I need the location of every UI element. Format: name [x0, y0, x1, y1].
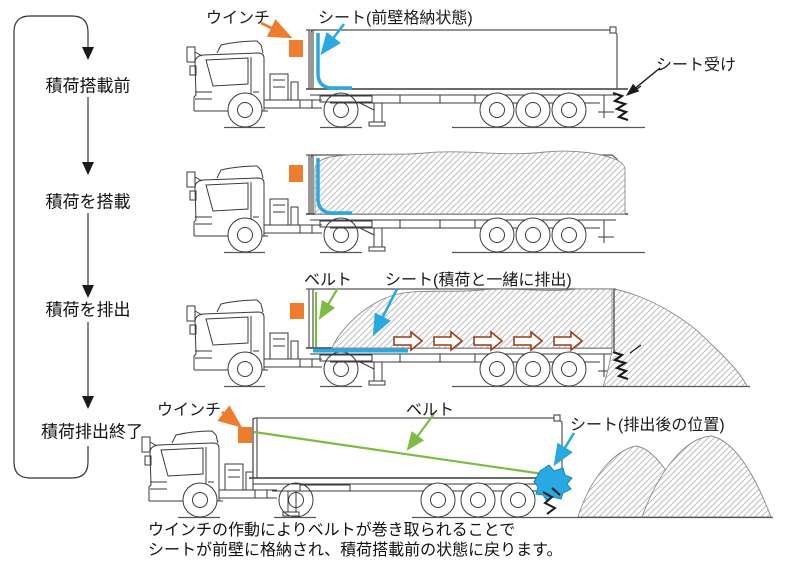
cargo-pile-behind	[602, 288, 748, 387]
cargo-load	[314, 150, 626, 215]
sheet-receiver-1	[611, 84, 643, 122]
belt-label-3: ベルト	[304, 272, 353, 289]
sheet-pointer-arrow-3	[372, 288, 399, 337]
belt-line	[253, 430, 544, 476]
sheet-after-label: シート(排出後の位置)	[570, 417, 725, 434]
winch-box-1	[289, 40, 303, 57]
caption-line-2: シートが前壁に格納され、積荷搭載前の状態に戻ります。	[148, 542, 563, 559]
winch-box-2	[289, 165, 303, 182]
belt-label-4: ベルト	[406, 402, 455, 419]
sheet-receiver-4	[542, 487, 561, 515]
winch-box-4	[238, 427, 252, 443]
receiver-pointer-arrow	[625, 67, 661, 96]
sheet-receiver-label: シート受け	[656, 57, 737, 74]
winch-label-4: ウインチ	[157, 402, 222, 419]
sheet-stowed-label: シート(前壁格納状態)	[318, 10, 473, 27]
sheet-stowed-front-wall	[316, 33, 352, 90]
discharged-pile-2	[641, 435, 772, 518]
winch-pointer-arrow-1	[260, 19, 293, 39]
sheet-bundle-rear	[533, 464, 573, 502]
flow-stage-1-label: 積荷搭載前	[45, 76, 131, 96]
caption: ウインチの作動によりベルトが巻き取られることで シートが前壁に格納され、積荷搭載…	[148, 521, 563, 561]
sheet-discharge-label: シート(積荷と一緒に排出)	[385, 272, 572, 289]
trailer-box-4	[252, 414, 563, 478]
discharge-direction-arrows	[393, 330, 584, 352]
truck-stage-4-finished	[141, 405, 773, 519]
truck-stage-2-loaded	[186, 150, 645, 254]
flow-stage-4-label: 積荷排出終了	[41, 422, 143, 442]
truck-stage-3-discharging	[186, 287, 750, 388]
flow-stage-3-label: 積荷を排出	[45, 300, 131, 320]
truck-stage-1-before-loading	[186, 19, 661, 129]
flowchart-loop	[13, 15, 94, 479]
flow-stage-2-label: 積荷を搭載	[45, 192, 131, 212]
flow-arrowheads	[82, 47, 94, 409]
winch-label-1: ウインチ	[206, 10, 271, 27]
sheet-pointer-arrow-1	[320, 23, 346, 56]
cargo-on-trailer	[331, 288, 615, 349]
winch-box-3	[290, 303, 304, 319]
belt-pointer-arrow-3	[318, 287, 339, 320]
winch-pointer-arrow-4	[217, 405, 243, 428]
sheet-stowed-front-wall-2	[316, 158, 352, 215]
caption-line-1: ウインチの作動によりベルトが巻き取られることで	[148, 522, 516, 539]
belt-pointer-arrow-4	[406, 413, 435, 451]
sheet-pointer-arrow-4	[553, 432, 576, 467]
